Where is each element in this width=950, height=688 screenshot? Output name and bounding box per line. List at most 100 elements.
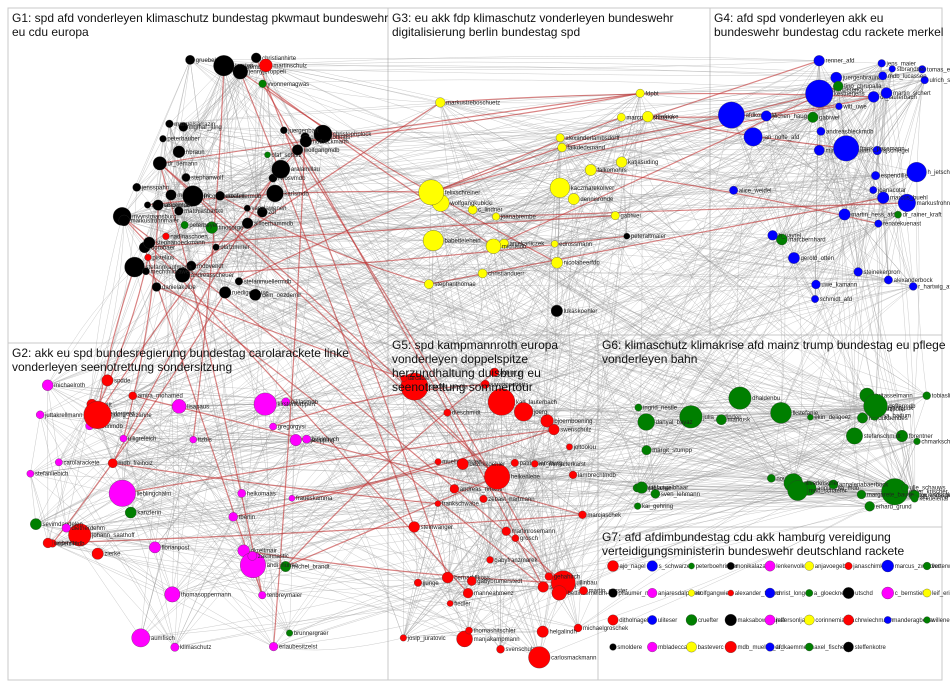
node-label: s_schwarzer: [659, 564, 693, 570]
node-g7: [607, 560, 619, 572]
node-g4: [920, 76, 929, 85]
edge: [771, 415, 875, 479]
edge: [493, 116, 648, 247]
edge: [30, 239, 782, 474]
edge: [112, 75, 883, 464]
edge-layer: [30, 55, 927, 658]
edge: [433, 240, 491, 560]
node-label: babettelehein: [445, 239, 481, 245]
node-label: mvvrstmansburg: [132, 214, 176, 220]
node-g7: [607, 614, 619, 626]
edge: [247, 207, 691, 418]
edge: [40, 161, 622, 415]
node-g5: [579, 586, 588, 595]
node-label: ajschlegel: [883, 149, 910, 155]
edge: [523, 310, 558, 412]
edge: [547, 418, 918, 442]
edge: [561, 147, 575, 200]
group-titles: G1: spd afd vonderleyen klimaschutz bund…: [12, 11, 946, 558]
node-g7: [843, 641, 854, 653]
edge: [447, 577, 465, 639]
edge: [262, 117, 622, 596]
edge: [547, 420, 772, 479]
node-g2: [107, 458, 118, 468]
edge: [403, 631, 543, 639]
edge: [262, 83, 905, 488]
node-g5: [414, 578, 422, 587]
edge: [641, 417, 811, 488]
node-label: haydukbundes: [869, 416, 908, 422]
node-label: manderagbeiter: [892, 618, 934, 624]
edge: [500, 401, 502, 650]
node-label: alice_weidel: [739, 188, 772, 194]
node-label: kai_gehring: [642, 504, 673, 510]
edge: [556, 187, 561, 263]
edge: [781, 117, 814, 240]
node-g2: [125, 506, 137, 519]
edge: [766, 115, 795, 259]
edge: [79, 534, 173, 595]
node-g4: [811, 295, 819, 303]
edge: [842, 214, 863, 419]
edge: [645, 421, 656, 494]
node-label: stephanthomae: [434, 282, 476, 288]
edge: [191, 265, 415, 387]
node-label: fdpbt: [645, 91, 659, 97]
edge: [495, 216, 834, 485]
node-g2: [289, 434, 302, 446]
node-g7: [688, 589, 695, 597]
node-label: webmitte: [53, 541, 79, 547]
edge: [47, 385, 156, 548]
edge: [437, 503, 491, 561]
edge: [183, 126, 263, 213]
node-g4: [729, 185, 738, 195]
edge: [506, 531, 544, 588]
node-label: frank_pasemann: [860, 146, 905, 152]
edge: [238, 281, 915, 499]
node-label: cruefter: [698, 618, 718, 624]
edge: [561, 147, 879, 224]
node-g1: [313, 124, 333, 144]
node-g6: [857, 412, 868, 424]
edge-highlight: [285, 371, 495, 567]
node-g6: [787, 480, 808, 501]
node-label: oliverkrischer: [804, 481, 839, 487]
node-label: zebast_hartmann: [488, 497, 534, 503]
node-label: markusfrohnmaier: [917, 201, 950, 207]
edge: [156, 286, 862, 495]
group-title-g5-line-2: vonderleyen doppelspitze: [392, 352, 528, 366]
node-g1: [178, 122, 189, 132]
node-label: wolfgangmdb: [303, 148, 340, 154]
node-label: andreas_rimkus: [460, 487, 503, 493]
edge: [154, 240, 434, 548]
node-g2: [128, 391, 137, 400]
node-label: karl_lauterbach: [516, 400, 557, 406]
edge: [154, 462, 515, 548]
edge: [322, 93, 820, 135]
edge: [572, 474, 870, 507]
edge: [417, 446, 570, 583]
edge: [123, 438, 156, 548]
node-label: marcjaschek: [587, 513, 622, 519]
node-label: aralamillau: [291, 167, 320, 173]
edge: [122, 137, 561, 217]
node-g1: [258, 79, 267, 88]
node-g2: [131, 628, 151, 648]
node-label: johann_saathoff: [91, 533, 135, 539]
node-g3: [485, 238, 502, 254]
node-label: anjavoegebrie: [815, 564, 853, 570]
node-label: stefanmuellermdb: [244, 279, 292, 285]
edge: [179, 406, 798, 491]
edge: [123, 438, 173, 595]
node-g5: [408, 521, 420, 533]
edge: [182, 63, 882, 276]
node-label: manjakampmann: [474, 637, 520, 643]
edge: [140, 493, 242, 639]
node-label: falkomohrs: [597, 168, 626, 174]
edge: [89, 102, 441, 427]
node-label: anjekarliczek: [510, 242, 546, 248]
edge: [190, 59, 324, 135]
node-label: alexanderbock: [894, 278, 934, 284]
edge: [147, 204, 798, 491]
